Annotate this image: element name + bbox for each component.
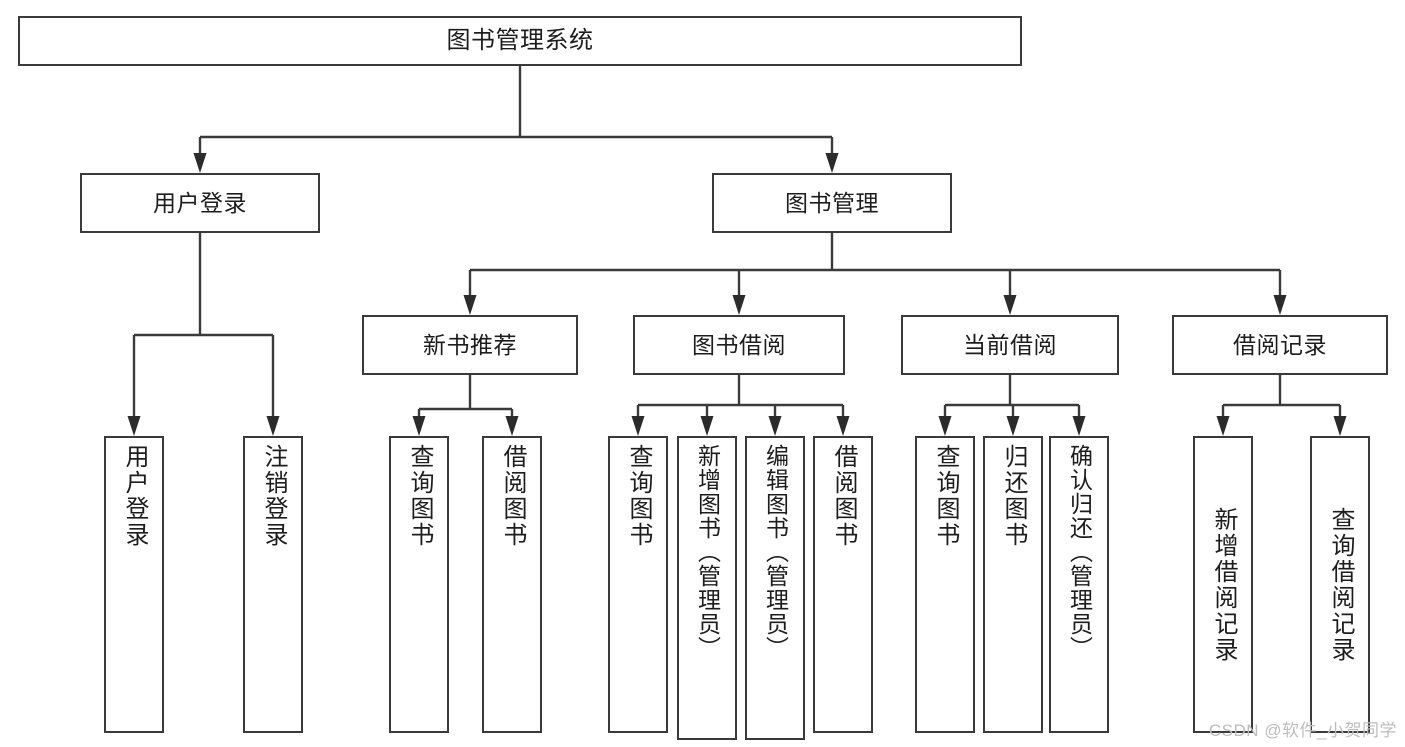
node-current-borrow[interactable]: 当前借阅 <box>901 315 1119 375</box>
node-label-leaf-confirm-return: 确认归还（管理员） <box>1066 444 1093 660</box>
node-label-user-login: 用户登录 <box>153 189 247 216</box>
node-leaf-query-book-2[interactable]: 查询图书 <box>608 436 668 733</box>
connector-arrow-leaf-query-book-1 <box>412 416 426 436</box>
connector-arrow-new-book-recommend <box>463 295 477 315</box>
node-label-root: 图书管理系统 <box>446 27 594 55</box>
connector-arrow-leaf-logout <box>266 416 280 436</box>
connector-arrow-leaf-confirm-return <box>1072 416 1086 436</box>
node-leaf-borrow-book-1[interactable]: 借阅图书 <box>482 436 542 733</box>
node-label-current-borrow: 当前借阅 <box>963 331 1057 358</box>
node-label-leaf-borrow-book-1: 借阅图书 <box>499 444 526 548</box>
node-label-leaf-return-book: 归还图书 <box>1000 444 1027 548</box>
node-leaf-query-record[interactable]: 查询借阅记录 <box>1310 436 1370 733</box>
node-leaf-query-book-1[interactable]: 查询图书 <box>389 436 449 733</box>
node-leaf-add-record[interactable]: 新增借阅记录 <box>1193 436 1253 733</box>
node-label-leaf-add-book: 新增图书（管理员） <box>694 444 721 660</box>
node-label-leaf-edit-book: 编辑图书（管理员） <box>762 444 789 660</box>
node-label-leaf-add-record: 新增借阅记录 <box>1210 506 1237 663</box>
node-leaf-user-login[interactable]: 用户登录 <box>104 436 164 733</box>
connector-arrow-leaf-add-book <box>700 416 714 436</box>
connector-arrow-leaf-query-book-3 <box>938 416 952 436</box>
node-leaf-logout[interactable]: 注销登录 <box>243 436 303 733</box>
connector-arrow-leaf-edit-book <box>768 416 782 436</box>
node-leaf-confirm-return[interactable]: 确认归还（管理员） <box>1049 436 1109 733</box>
node-label-book-manage: 图书管理 <box>785 189 879 216</box>
node-leaf-edit-book[interactable]: 编辑图书（管理员） <box>745 436 805 740</box>
connector-arrow-book-manage <box>825 153 839 173</box>
node-label-leaf-query-record: 查询借阅记录 <box>1327 506 1354 663</box>
node-leaf-query-book-3[interactable]: 查询图书 <box>915 436 975 733</box>
connector-arrow-leaf-query-record <box>1333 416 1347 436</box>
node-new-book-recommend[interactable]: 新书推荐 <box>362 315 578 375</box>
connector-arrow-book-borrow <box>732 295 746 315</box>
watermark-label: CSDN @软件_小贺同学 <box>1208 721 1397 740</box>
node-book-borrow[interactable]: 图书借阅 <box>633 315 845 375</box>
connector-arrow-leaf-user-login <box>127 416 141 436</box>
node-leaf-borrow-book-2[interactable]: 借阅图书 <box>813 436 873 733</box>
node-label-leaf-borrow-book-2: 借阅图书 <box>830 444 857 548</box>
node-leaf-return-book[interactable]: 归还图书 <box>983 436 1043 733</box>
node-label-leaf-query-book-1: 查询图书 <box>406 444 433 548</box>
node-label-new-book-recommend: 新书推荐 <box>423 331 517 358</box>
node-label-leaf-logout: 注销登录 <box>260 444 287 548</box>
node-label-leaf-user-login: 用户登录 <box>121 444 148 548</box>
node-book-manage[interactable]: 图书管理 <box>712 173 952 233</box>
connector-arrow-leaf-borrow-book-2 <box>836 416 850 436</box>
connector-arrow-leaf-query-book-2 <box>631 416 645 436</box>
node-leaf-add-book[interactable]: 新增图书（管理员） <box>677 436 737 740</box>
connector-arrow-current-borrow <box>1003 295 1017 315</box>
connector-arrow-leaf-return-book <box>1006 416 1020 436</box>
node-label-leaf-query-book-2: 查询图书 <box>625 444 652 548</box>
connector-arrow-leaf-borrow-book-1 <box>505 416 519 436</box>
node-label-borrow-record: 借阅记录 <box>1233 331 1327 358</box>
node-borrow-record[interactable]: 借阅记录 <box>1172 315 1388 375</box>
connector-arrow-leaf-add-record <box>1216 416 1230 436</box>
connector-arrow-borrow-record <box>1273 295 1287 315</box>
node-label-book-borrow: 图书借阅 <box>692 331 786 358</box>
connector-arrow-user-login <box>193 153 207 173</box>
node-user-login[interactable]: 用户登录 <box>80 173 320 233</box>
node-root[interactable]: 图书管理系统 <box>18 16 1022 66</box>
node-label-leaf-query-book-3: 查询图书 <box>932 444 959 548</box>
